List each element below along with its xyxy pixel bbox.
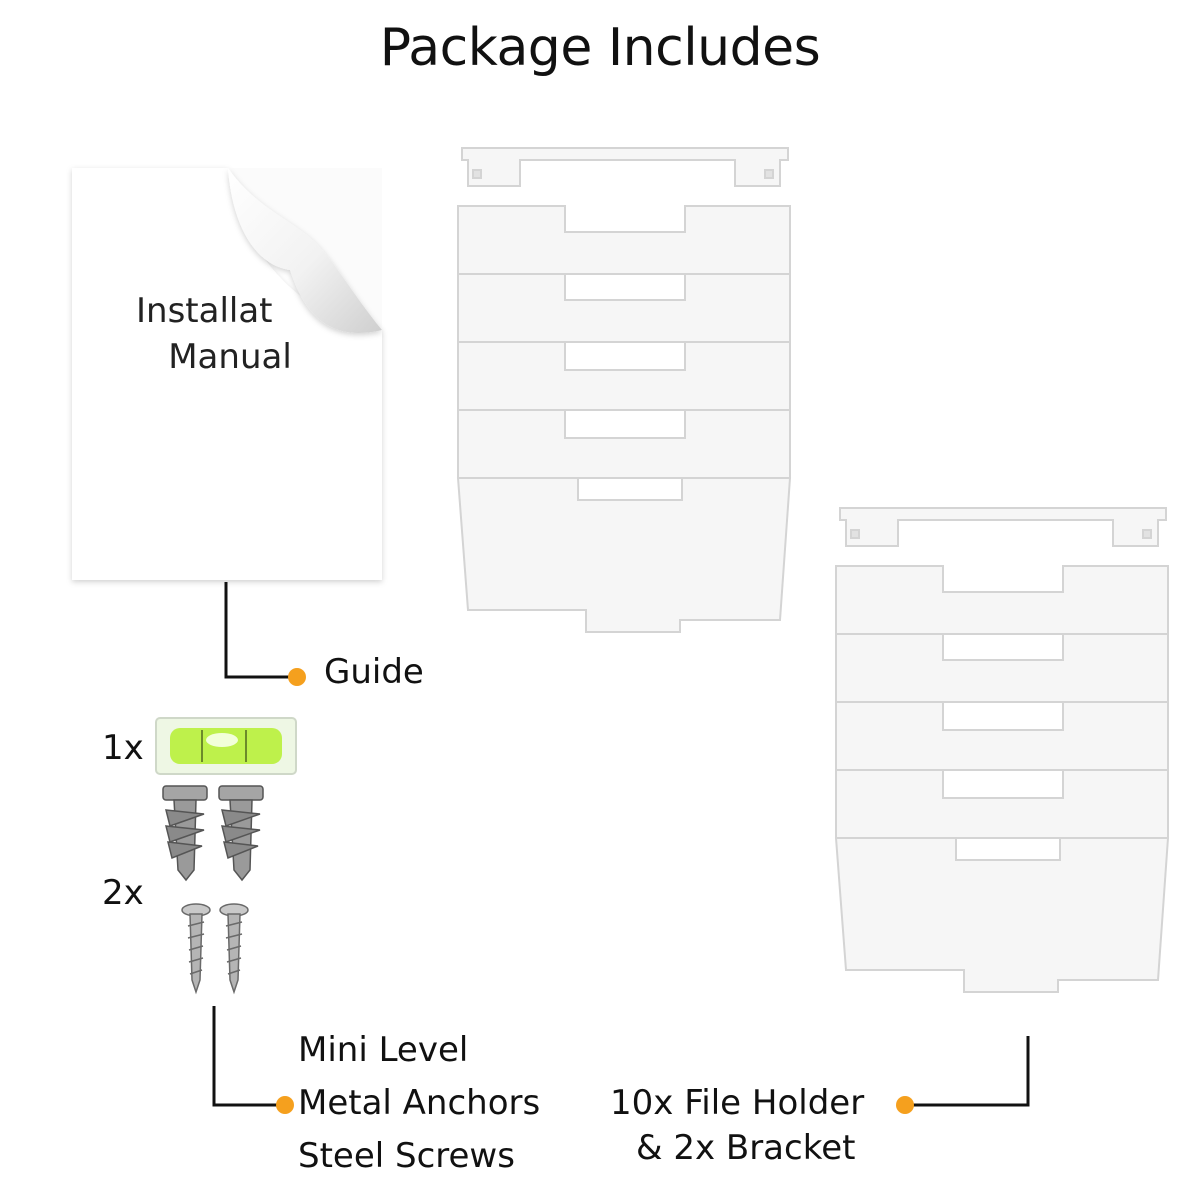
- bracket-icon: [461, 147, 789, 187]
- hardware-qty: 2x: [102, 873, 144, 913]
- manual-title: Installat Manual: [120, 288, 340, 380]
- manual-title-line2: Manual: [168, 337, 292, 377]
- page-title: Package Includes: [379, 18, 821, 78]
- steel-screws-label: Steel Screws: [298, 1136, 515, 1176]
- metal-anchors-label: Metal Anchors: [298, 1083, 541, 1123]
- bracket-label: & 2x Bracket: [636, 1128, 856, 1168]
- mini-level-label: Mini Level: [298, 1030, 469, 1070]
- guide-label: Guide: [324, 652, 424, 692]
- level-qty: 1x: [102, 728, 144, 768]
- file-holder-label: 10x File Holder: [610, 1083, 865, 1123]
- manual-title-line1: Installat: [136, 291, 273, 331]
